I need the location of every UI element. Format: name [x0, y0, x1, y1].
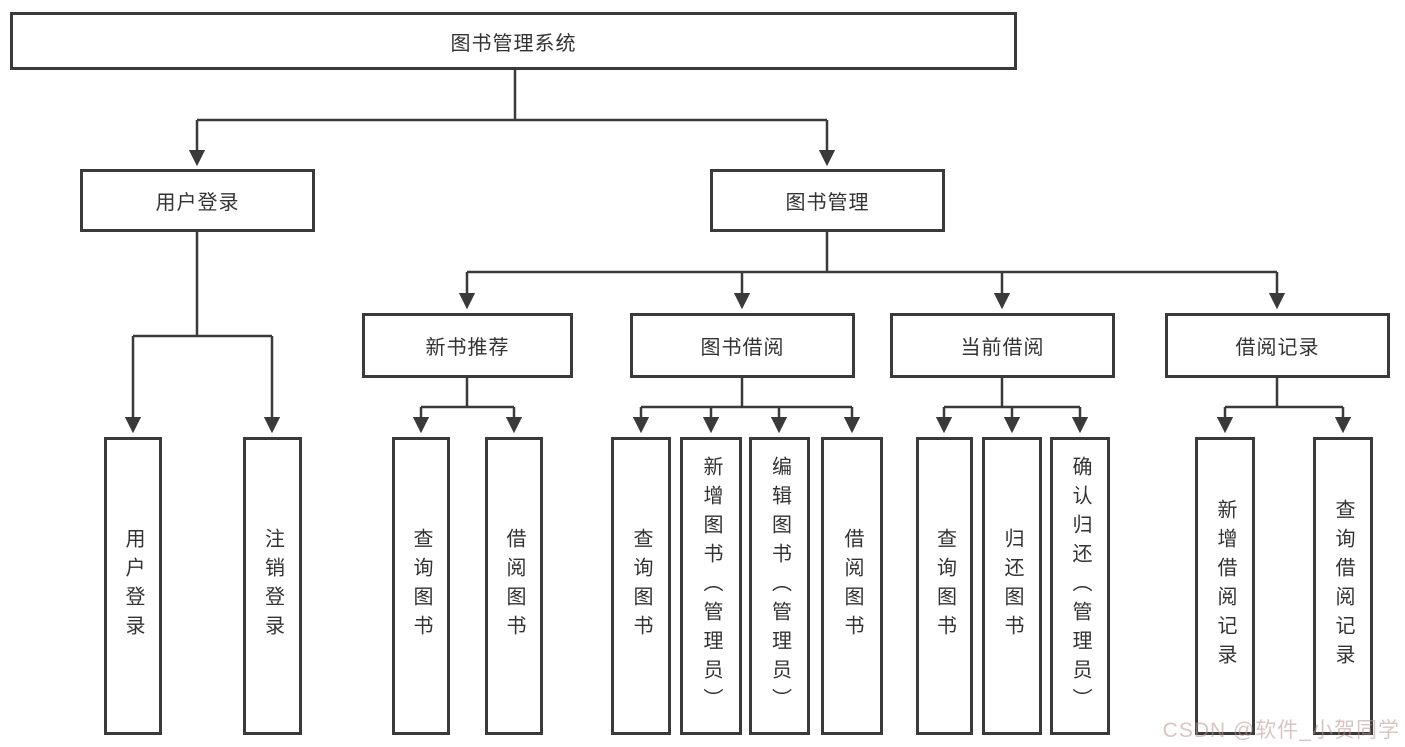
leaf-label: 新增借阅记录: [1214, 499, 1236, 673]
node-label: 图书借阅: [700, 337, 785, 359]
leaf-confirm-return-admin: 确认归还（管理员）: [1050, 437, 1110, 735]
leaf-label: 确认归还（管理员）: [1069, 455, 1091, 717]
leaf-label: 借阅图书: [503, 528, 525, 644]
leaf-user-login: 用户登录: [104, 437, 162, 735]
node-label: 新书推荐: [425, 337, 510, 359]
connector-book-management-branch: [458, 232, 1286, 310]
leaf-label: 查询图书: [933, 528, 956, 644]
connector-user-login-branch: [124, 232, 281, 434]
node-new-book-recommend: 新书推荐: [362, 313, 573, 378]
leaf-logout: 注销登录: [243, 437, 302, 735]
leaf-query-books-borrow: 查询图书: [611, 437, 671, 735]
connector-borrow-record-branch: [1216, 378, 1352, 434]
leaf-label: 编辑图书（管理员）: [768, 455, 791, 717]
node-label: 借阅记录: [1235, 337, 1320, 359]
node-book-management: 图书管理: [710, 169, 945, 232]
node-label: 图书管理系统: [450, 32, 577, 55]
node-book-borrow: 图书借阅: [630, 313, 855, 378]
connector-current-borrow-branch: [935, 378, 1089, 434]
node-label: 当前借阅: [960, 337, 1045, 359]
leaf-edit-book-admin: 编辑图书（管理员）: [749, 437, 810, 735]
node-library-management-system: 图书管理系统: [10, 12, 1017, 70]
node-label: 图书管理: [785, 192, 870, 214]
node-user-login: 用户登录: [80, 169, 315, 232]
leaf-query-books-current: 查询图书: [916, 437, 973, 735]
connector-root-to-level2: [188, 70, 836, 167]
leaf-label: 查询图书: [630, 528, 652, 644]
node-current-borrow: 当前借阅: [890, 313, 1115, 378]
leaf-label: 注销登录: [261, 528, 284, 644]
connector-book-borrow-branch: [632, 378, 861, 434]
leaf-query-books-recommend: 查询图书: [392, 437, 450, 735]
leaf-add-book-admin: 新增图书（管理员）: [680, 437, 742, 735]
leaf-borrow-books-recommend: 借阅图书: [485, 437, 543, 735]
leaf-add-borrow-record: 新增借阅记录: [1195, 437, 1255, 735]
leaf-borrow-books: 借阅图书: [821, 437, 883, 735]
leaf-return-books: 归还图书: [982, 437, 1042, 735]
leaf-label: 查询借阅记录: [1332, 499, 1354, 673]
leaf-label: 查询图书: [410, 528, 432, 644]
leaf-label: 归还图书: [1001, 528, 1023, 644]
leaf-label: 用户登录: [122, 528, 144, 644]
leaf-label: 新增图书（管理员）: [700, 455, 722, 717]
node-label: 用户登录: [155, 192, 240, 214]
leaf-query-borrow-record: 查询借阅记录: [1313, 437, 1373, 735]
node-borrow-record: 借阅记录: [1165, 313, 1390, 378]
leaf-label: 借阅图书: [841, 528, 863, 644]
connector-new-book-recommend-branch: [412, 378, 523, 434]
